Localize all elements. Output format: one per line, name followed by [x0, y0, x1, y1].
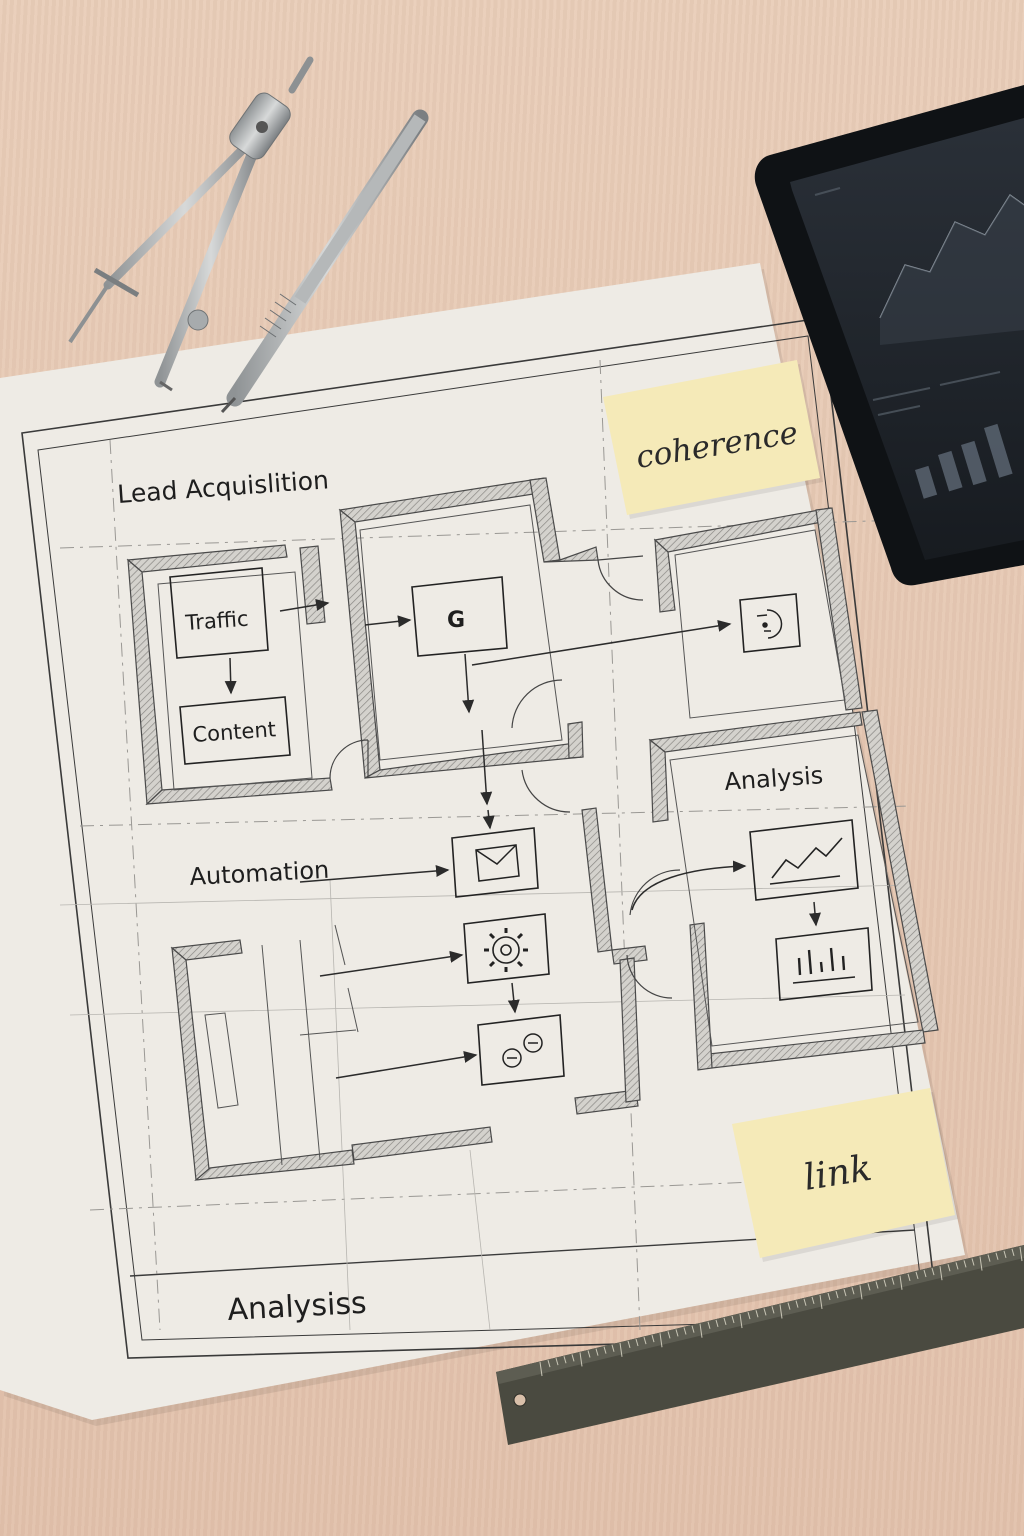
ruler-tick — [1019, 1246, 1023, 1262]
content-label: Content — [192, 717, 277, 747]
ruler-tick — [899, 1275, 903, 1290]
ruler-tick — [963, 1260, 967, 1268]
ruler-tick — [587, 1350, 591, 1358]
ruler-tick — [771, 1306, 775, 1314]
door-arcs — [329, 555, 681, 999]
ruler-tick — [803, 1298, 807, 1306]
ruler-tick — [979, 1256, 983, 1271]
ruler-tick — [723, 1317, 727, 1326]
ruler-tick — [603, 1346, 607, 1354]
tablet — [754, 85, 1024, 586]
google-box: G — [411, 576, 508, 657]
ruler-tick — [995, 1252, 999, 1260]
ruler-tick — [579, 1352, 583, 1367]
ruler-tick — [755, 1310, 759, 1318]
ruler-tick — [675, 1329, 679, 1337]
ruler-tick — [907, 1273, 911, 1281]
ruler-tick — [779, 1304, 783, 1319]
ruler-tick — [539, 1361, 543, 1377]
envelope-icon — [475, 844, 520, 882]
target-box — [739, 593, 801, 653]
ruler-tick — [923, 1269, 927, 1278]
floor-plan-walls — [126, 477, 939, 1181]
ruler-tick — [691, 1325, 695, 1333]
ruler-tick — [763, 1308, 767, 1316]
tablet-dashboard-chart — [814, 187, 1024, 499]
ruler-tick — [1011, 1248, 1015, 1257]
ruler-tick — [947, 1264, 951, 1272]
ruler-tick — [699, 1323, 703, 1338]
ruler-tick — [747, 1312, 751, 1320]
g-letter-icon: G — [447, 608, 465, 633]
target-face-icon — [756, 609, 783, 639]
email-box — [451, 827, 539, 898]
ruler-tick — [739, 1314, 743, 1329]
minus-circles-icon — [502, 1033, 543, 1068]
ruler-tick — [787, 1302, 791, 1310]
ruler-tick — [547, 1359, 551, 1368]
section-title-analysis-bottom: Analysiss — [227, 1286, 368, 1328]
ruler-tick — [731, 1315, 735, 1324]
traffic-box: Traffic — [169, 567, 269, 659]
ruler-tick — [651, 1335, 655, 1343]
ruler-tick — [811, 1296, 815, 1304]
gear-box — [463, 913, 550, 984]
ruler-tick — [667, 1331, 671, 1339]
ruler-tick — [883, 1279, 887, 1287]
ruler-tick — [971, 1258, 975, 1266]
ruler-tick — [635, 1338, 639, 1347]
ruler-tick — [571, 1354, 575, 1362]
ruler-tick — [683, 1327, 687, 1335]
ruler-tick — [875, 1281, 879, 1289]
ruler-tick — [867, 1283, 871, 1291]
ruler-tick — [851, 1287, 855, 1295]
ruler-tick — [707, 1321, 711, 1329]
ruler-tick — [939, 1266, 943, 1281]
section-title-analysis-room: Analysis — [723, 761, 824, 796]
line-chart-icon — [769, 837, 843, 885]
ruler-tick — [987, 1254, 991, 1262]
bar-chart-icon — [792, 947, 856, 984]
interior-lines — [157, 504, 919, 1166]
flow-arrows — [224, 599, 821, 1079]
ruler-tick — [595, 1348, 599, 1356]
ruler-tick — [643, 1336, 647, 1345]
ruler-tick — [835, 1290, 839, 1299]
toggle-box — [477, 1014, 565, 1086]
ruler-tick — [1003, 1250, 1007, 1258]
ruler-tick — [627, 1340, 631, 1349]
ruler-tick — [915, 1271, 919, 1280]
drafting-compass — [68, 56, 314, 392]
ruler-tick — [931, 1267, 935, 1276]
metal-ruler — [496, 1245, 1024, 1445]
ruler-tick — [859, 1285, 863, 1300]
ruler-tick — [659, 1333, 663, 1348]
ruler-tick — [619, 1342, 623, 1357]
mechanical-pencil — [220, 109, 429, 414]
ruler-tick — [891, 1277, 895, 1285]
gear-icon — [484, 928, 528, 972]
ruler-tick — [843, 1289, 847, 1297]
ruler-tick — [955, 1262, 959, 1270]
ruler-tick — [827, 1292, 831, 1301]
ruler-tick — [563, 1356, 567, 1364]
line-chart-box — [749, 819, 859, 901]
bar-chart-box — [775, 927, 873, 1001]
ruler-tick — [555, 1358, 559, 1366]
sticky-note-link: link — [732, 1088, 958, 1262]
ruler-tick — [715, 1319, 719, 1327]
content-box: Content — [179, 696, 291, 765]
ruler-tick — [795, 1300, 799, 1308]
sticky-note-coherence: coherence — [603, 360, 823, 519]
ruler-tick — [819, 1294, 823, 1309]
ruler-tick — [611, 1344, 615, 1352]
traffic-label: Traffic — [184, 607, 250, 635]
blueprint-sheet — [0, 263, 969, 1426]
